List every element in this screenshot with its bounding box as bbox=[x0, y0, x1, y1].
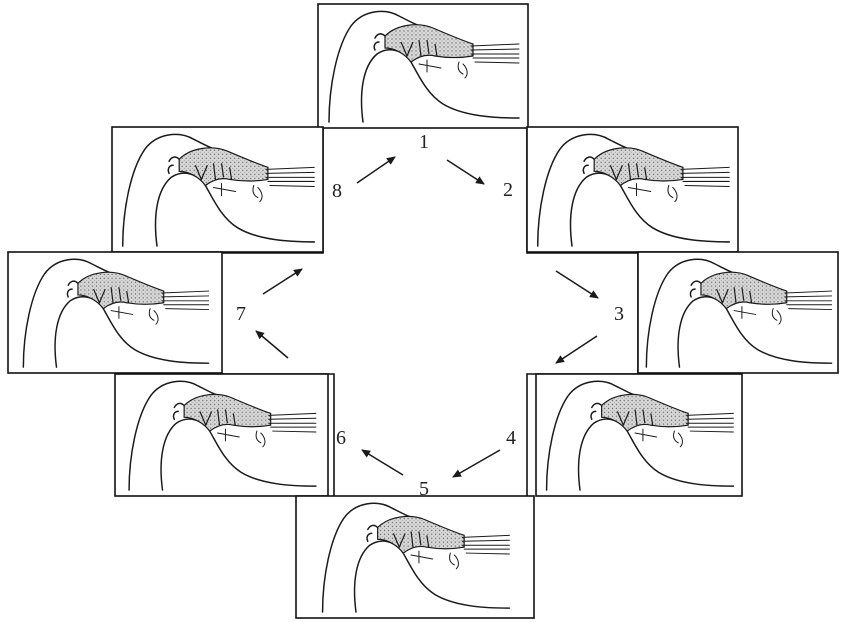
stage-panel-5 bbox=[296, 496, 534, 618]
stage-label-3: 3 bbox=[614, 303, 624, 325]
stage-panel-8 bbox=[112, 127, 323, 252]
arrow-5-to-6 bbox=[362, 450, 403, 475]
stage-panel-7 bbox=[8, 252, 222, 373]
stage-panel-3 bbox=[638, 252, 838, 373]
stage-label-5: 5 bbox=[419, 478, 429, 500]
stage-panel-2 bbox=[527, 127, 738, 252]
arrow-6-to-7 bbox=[256, 331, 288, 358]
stage-label-7: 7 bbox=[236, 303, 246, 325]
stage-label-1: 1 bbox=[419, 131, 429, 153]
stage-label-4: 4 bbox=[506, 427, 516, 449]
arrow-2-to-3 bbox=[556, 271, 598, 298]
stage-panel-6 bbox=[115, 374, 328, 496]
arrow-8-to-1 bbox=[357, 157, 395, 183]
stage-label-6: 6 bbox=[336, 427, 346, 449]
arrow-7-to-8 bbox=[263, 269, 302, 294]
stage-panel-4 bbox=[536, 374, 742, 496]
stage-panel-1 bbox=[318, 4, 528, 128]
arrow-1-to-2 bbox=[447, 160, 484, 184]
stage-label-8: 8 bbox=[332, 180, 342, 202]
stage-label-2: 2 bbox=[503, 179, 513, 201]
arrow-4-to-5 bbox=[453, 450, 500, 477]
arrow-3-to-4 bbox=[556, 336, 597, 363]
